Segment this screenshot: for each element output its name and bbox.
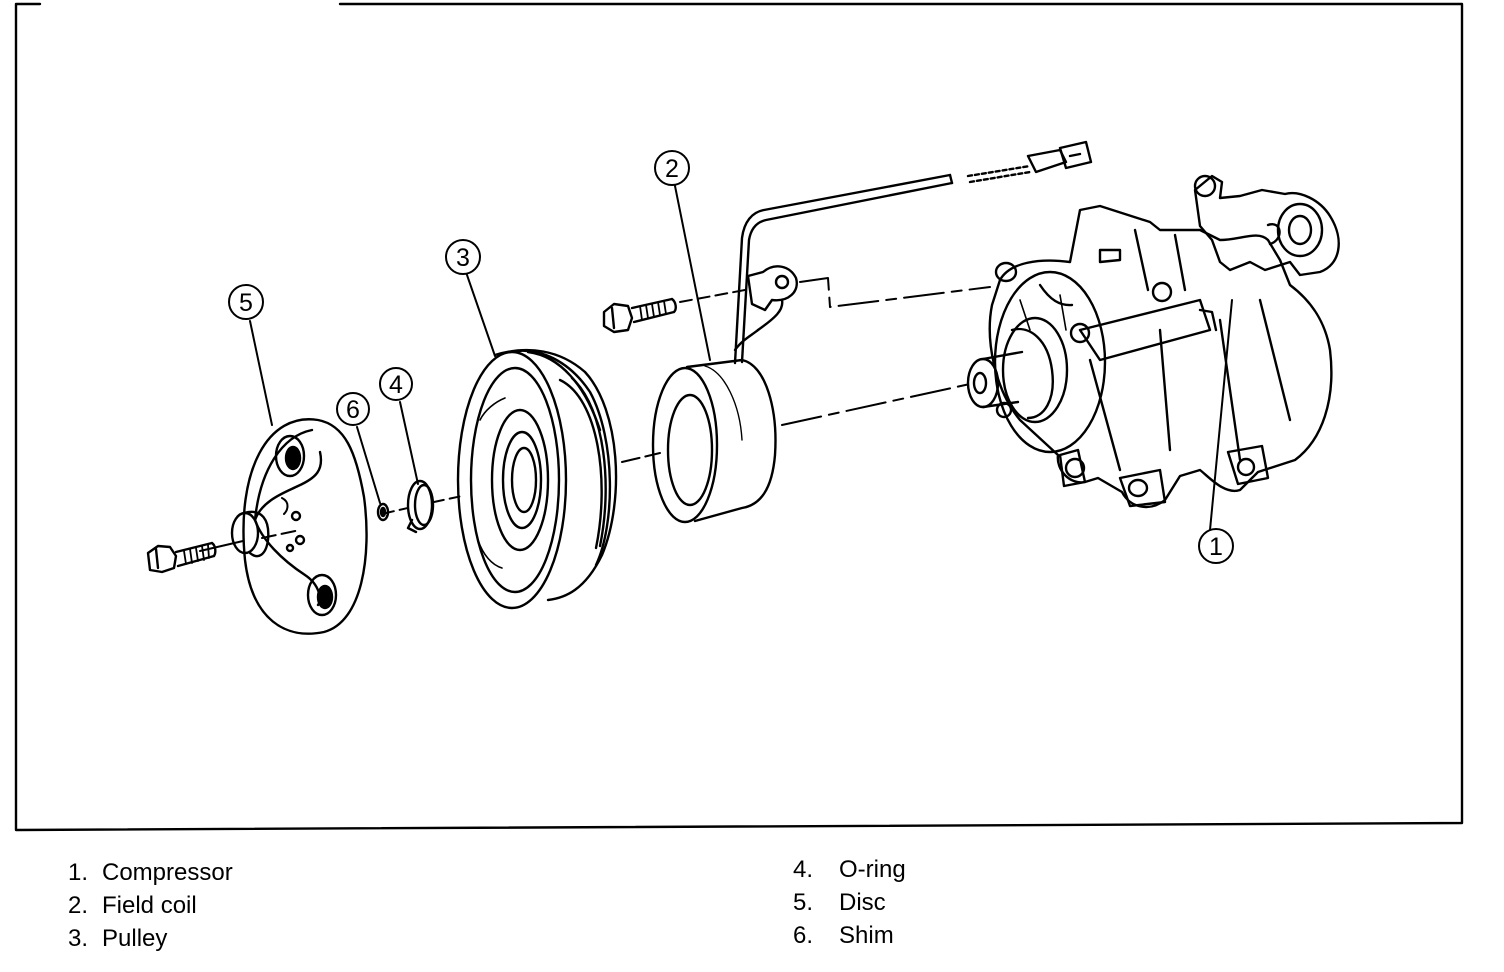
callout-number-1: 1 (1209, 533, 1223, 561)
field-coil-lead-wire (733, 140, 1093, 365)
callout-number-6: 6 (346, 396, 360, 424)
compressor-part (966, 174, 1340, 509)
pulley-part (456, 348, 618, 610)
legend-number: 6. (793, 922, 814, 949)
callout-circle-3 (445, 239, 481, 275)
legend-label: Pulley (102, 925, 168, 952)
legend-number: 4. (793, 856, 814, 883)
legend-label: Shim (839, 922, 894, 949)
callout-circle-1 (1198, 528, 1234, 564)
exploded-view-diagram: 2 3 5 6 4 1 (14, 2, 1464, 832)
legend-number: 1. (68, 859, 89, 886)
legend-number: 3. (68, 925, 89, 952)
legend-item: 2. Field coil (68, 889, 233, 922)
legend-label: Field coil (102, 892, 197, 919)
disc-part (230, 418, 368, 635)
legend-number: 5. (793, 889, 814, 916)
legend-label: Disc (839, 889, 886, 916)
legend-number: 2. (68, 892, 89, 919)
figure-frame (14, 2, 1464, 832)
callout-circles (228, 150, 1234, 564)
o-ring-part (406, 479, 435, 534)
callout-number-4: 4 (389, 371, 403, 399)
callout-circle-4 (379, 367, 413, 401)
callout-leader-lines (249, 185, 1233, 531)
disc-bolt (146, 541, 217, 574)
shim-part (376, 502, 390, 522)
callout-number-5: 5 (239, 289, 253, 317)
field-coil-part (651, 358, 777, 524)
coil-mounting-bolt (602, 297, 677, 334)
callout-number-3: 3 (456, 244, 470, 272)
legend-label: O-ring (839, 856, 906, 883)
legend-item: 1. Compressor (68, 856, 233, 889)
legend-item: 4. O-ring (793, 853, 906, 886)
legend-label: Compressor (102, 859, 233, 886)
parts-legend-left: 1. Compressor 2. Field coil 3. Pulley (68, 856, 233, 955)
callout-circle-5 (228, 284, 264, 320)
callout-circle-2 (654, 150, 690, 186)
legend-item: 3. Pulley (68, 922, 233, 955)
parts-legend-right: 4. O-ring 5. Disc 6. Shim (793, 853, 906, 952)
legend-item: 6. Shim (793, 919, 906, 952)
legend-item: 5. Disc (793, 886, 906, 919)
callout-circle-6 (336, 392, 370, 426)
callout-number-2: 2 (665, 155, 679, 183)
